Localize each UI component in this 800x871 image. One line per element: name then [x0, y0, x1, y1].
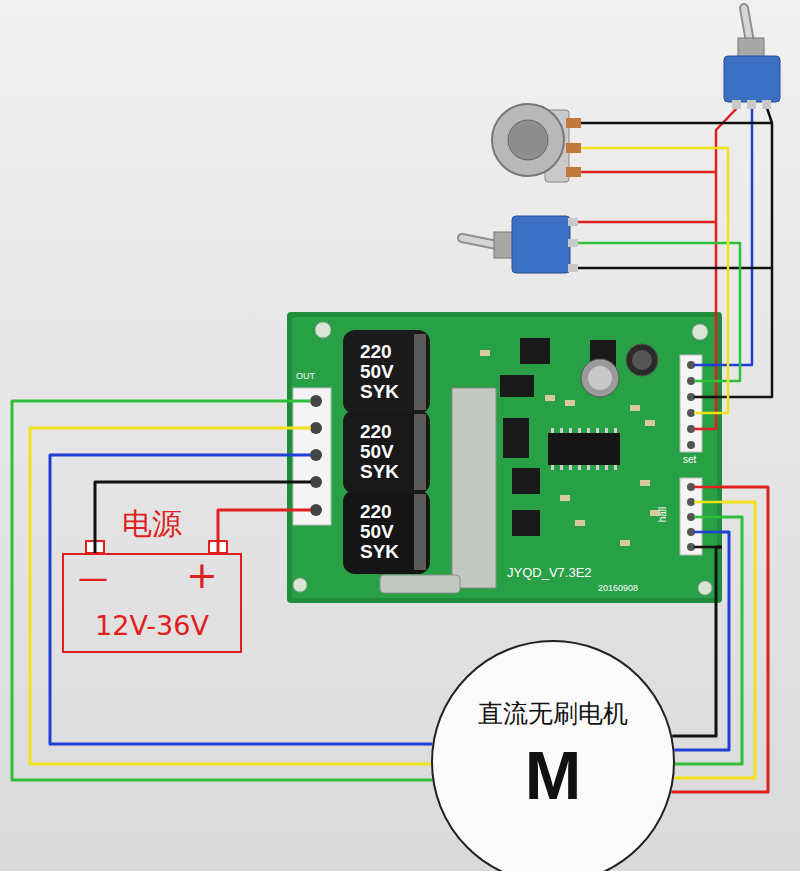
mount-hole	[698, 581, 712, 595]
mount-hole	[293, 578, 307, 592]
wire	[50, 455, 432, 744]
wire	[674, 532, 729, 750]
pcb-surface	[292, 317, 717, 598]
small-capacitor-top	[632, 350, 652, 370]
board-date: 20160908	[598, 584, 638, 594]
transistor-chip	[520, 338, 550, 364]
mosfet-chip	[512, 468, 540, 494]
smd-parts	[480, 350, 660, 546]
ic-pins	[551, 428, 617, 470]
hall-pins	[687, 483, 695, 551]
voltage-range: 12V-36V	[64, 611, 240, 641]
header-label: OUT	[296, 372, 315, 382]
capacitor-bodies	[343, 330, 430, 574]
wire	[671, 487, 768, 792]
motor-symbol: M	[433, 738, 673, 813]
capacitor-rating: 220 50V SYK	[360, 342, 399, 402]
control-ic	[548, 433, 620, 465]
power-supply-box: 电源—+12V-36V	[62, 553, 242, 653]
motor-name: 直流无刷电机	[433, 700, 673, 728]
heatsink-bar	[452, 388, 496, 588]
motor-circle: 直流无刷电机 M	[431, 640, 675, 871]
capacitor: 220 50V SYK	[343, 330, 430, 414]
mount-hole	[315, 322, 331, 338]
pcb-substrate	[287, 312, 722, 603]
power-label: 电源	[64, 507, 240, 540]
mount-hole	[692, 324, 708, 340]
toggle-switch	[724, 8, 780, 109]
toggle-switch	[462, 216, 578, 273]
hall-stubs	[694, 487, 722, 547]
pcb-board: JYQD_V7.3E2 20160908 OUT set hall 220 50V SYK…	[287, 312, 722, 603]
wire	[218, 510, 287, 553]
capacitor: 220 50V SYK	[343, 490, 430, 574]
capacitor-rating: 220 50V SYK	[360, 422, 399, 482]
mosfet-chip	[503, 418, 529, 458]
potentiometer-symbol	[492, 104, 581, 182]
terminal-sign: +	[186, 555, 218, 597]
board-model: JYQD_V7.3E2	[507, 566, 592, 580]
small-capacitor	[581, 359, 619, 397]
capacitor: 220 50V SYK	[343, 410, 430, 494]
mosfet-chip	[512, 510, 540, 536]
terminal-stubs	[287, 401, 311, 510]
wire	[672, 547, 722, 736]
terminal-sign: —	[78, 561, 108, 594]
capacitor-rating: 220 50V SYK	[360, 502, 399, 562]
set-pins	[687, 361, 695, 449]
heatsink-foot	[380, 575, 460, 593]
wire	[12, 401, 432, 780]
wire	[675, 517, 742, 764]
small-capacitor	[626, 344, 658, 376]
header-label: hall	[657, 507, 668, 523]
set-header	[680, 355, 702, 452]
control-wires	[578, 108, 772, 429]
terminal-holes	[310, 395, 322, 516]
small-capacitor-top	[588, 366, 612, 390]
header-label: set	[683, 454, 696, 465]
mosfet-chip	[500, 375, 534, 397]
